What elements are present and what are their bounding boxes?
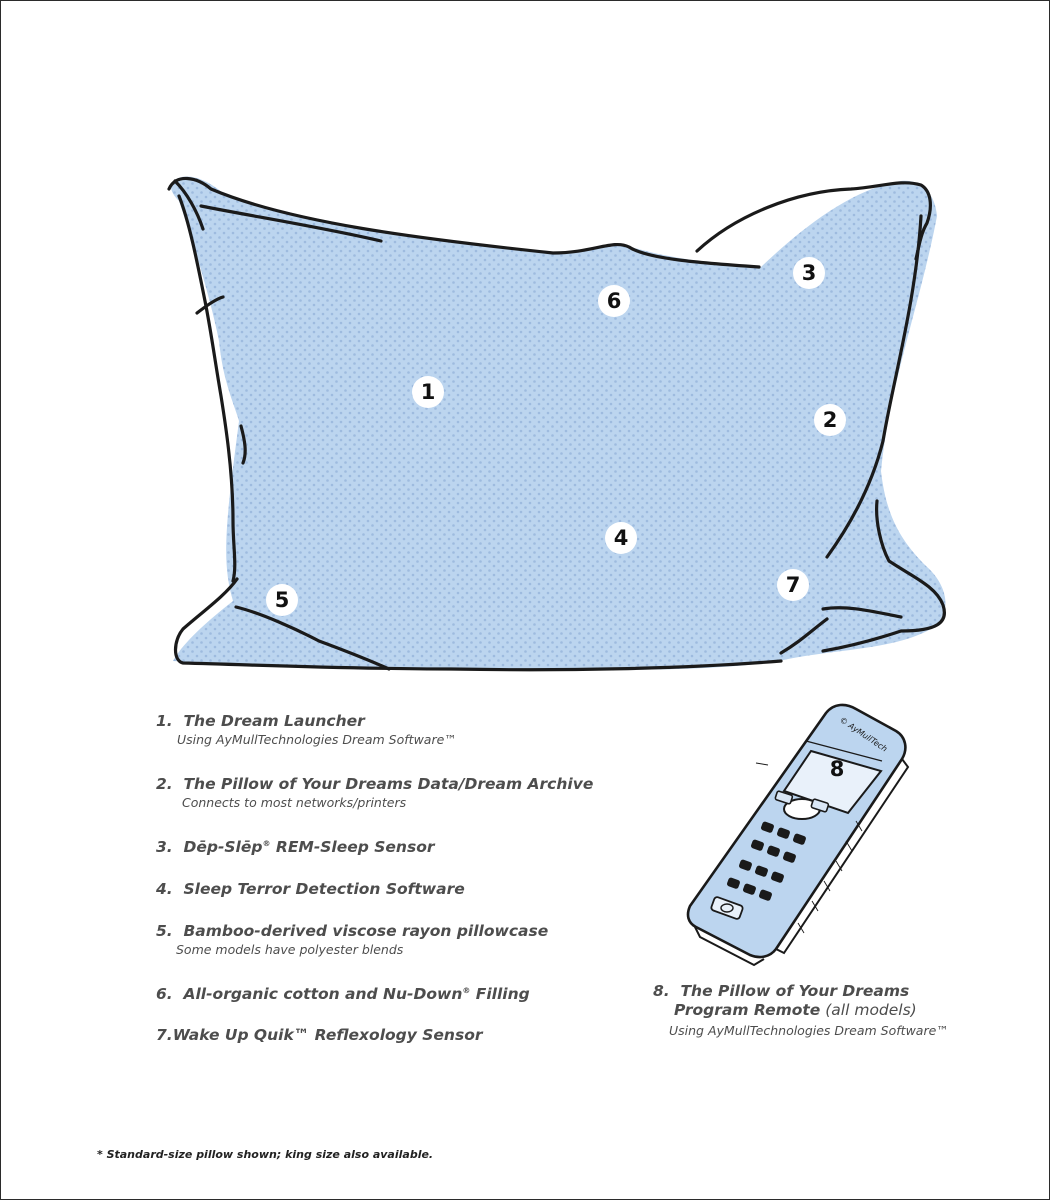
legend-number: 8. [653, 982, 670, 1000]
legend-item-1: 1. The Dream Launcher Using AyMullTechno… [156, 712, 457, 747]
registered-mark: ® [462, 985, 471, 995]
callout-1: 1 [412, 376, 444, 408]
legend-subtitle: Connects to most networks/printers [182, 795, 407, 810]
legend-subtitle: Some models have polyester blends [176, 942, 404, 957]
legend-number: 5. [156, 922, 173, 940]
legend-title: All-organic cotton and Nu-Down [183, 985, 463, 1003]
legend-item-7: 7.Wake Up Quik™ Reflexology Sensor [156, 1026, 482, 1044]
callout-5: 5 [266, 584, 298, 616]
pillow-left-edge [177, 194, 237, 583]
callout-4: 4 [605, 522, 637, 554]
legend-title-rest: REM-Sleep Sensor [270, 838, 435, 856]
legend-title: Wake Up Quik™ Reflexology Sensor [172, 1026, 483, 1044]
legend-item-2: 2. The Pillow of Your Dreams Data/Dream … [156, 775, 593, 810]
legend-title: The Dream Launcher [183, 712, 365, 730]
callout-3: 3 [793, 257, 825, 289]
pillow-back-corner [695, 181, 932, 261]
pillow-corner-tuck [779, 606, 903, 655]
pillow-top-flap [173, 179, 383, 243]
legend-subtitle: Using AyMullTechnologies Dream Software™ [669, 1023, 949, 1038]
legend-item-5: 5. Bamboo-derived viscose rayon pillowca… [156, 922, 548, 957]
pillow-outline [167, 176, 761, 269]
legend-number: 2. [156, 775, 173, 793]
pillow-right-edge [825, 214, 923, 559]
legend-title: Bamboo-derived viscose rayon pillowcase [183, 922, 549, 940]
legend-number: 4. [156, 880, 173, 898]
legend-number: 1. [156, 712, 173, 730]
callout-6: 6 [598, 285, 630, 317]
legend-title: The Pillow of Your Dreams Data/Dream Arc… [183, 775, 594, 793]
legend-number: 7. [156, 1026, 173, 1044]
callout-8: 8 [829, 757, 845, 781]
callout-2: 2 [814, 404, 846, 436]
legend-item-4: 4. Sleep Terror Detection Software [156, 880, 465, 898]
legend-title-line2-rest: (all models) [820, 1001, 917, 1019]
registered-mark: ® [262, 838, 271, 848]
pillow-left-crease [195, 295, 247, 465]
pillow-bottom-corner [173, 577, 783, 672]
legend-title: The Pillow of Your Dreams [680, 982, 910, 1000]
pillow-body [171, 176, 946, 670]
legend-title-line2: Program Remote [674, 1001, 821, 1019]
remote-control [686, 703, 910, 967]
callout-7: 7 [777, 569, 809, 601]
legend-title: Sleep Terror Detection Software [183, 880, 465, 898]
legend-item-8: 8. The Pillow of Your Dreams Program Rem… [653, 982, 949, 1038]
pillow-bottom-crease [234, 605, 391, 671]
legend-number: 6. [156, 985, 173, 1003]
legend-title-rest: Filling [470, 985, 530, 1003]
legend-subtitle: Using AyMullTechnologies Dream Software™ [177, 732, 457, 747]
pillow-right-fold [821, 499, 946, 653]
legend-item-6: 6. All-organic cotton and Nu-Down® Filli… [156, 985, 530, 1003]
legend-number: 3. [156, 838, 173, 856]
legend-title: Dēp-Slēp [183, 838, 263, 856]
footnote: * Standard-size pillow shown; king size … [97, 1148, 434, 1161]
legend-item-3: 3. Dēp-Slēp® REM-Sleep Sensor [156, 838, 434, 856]
